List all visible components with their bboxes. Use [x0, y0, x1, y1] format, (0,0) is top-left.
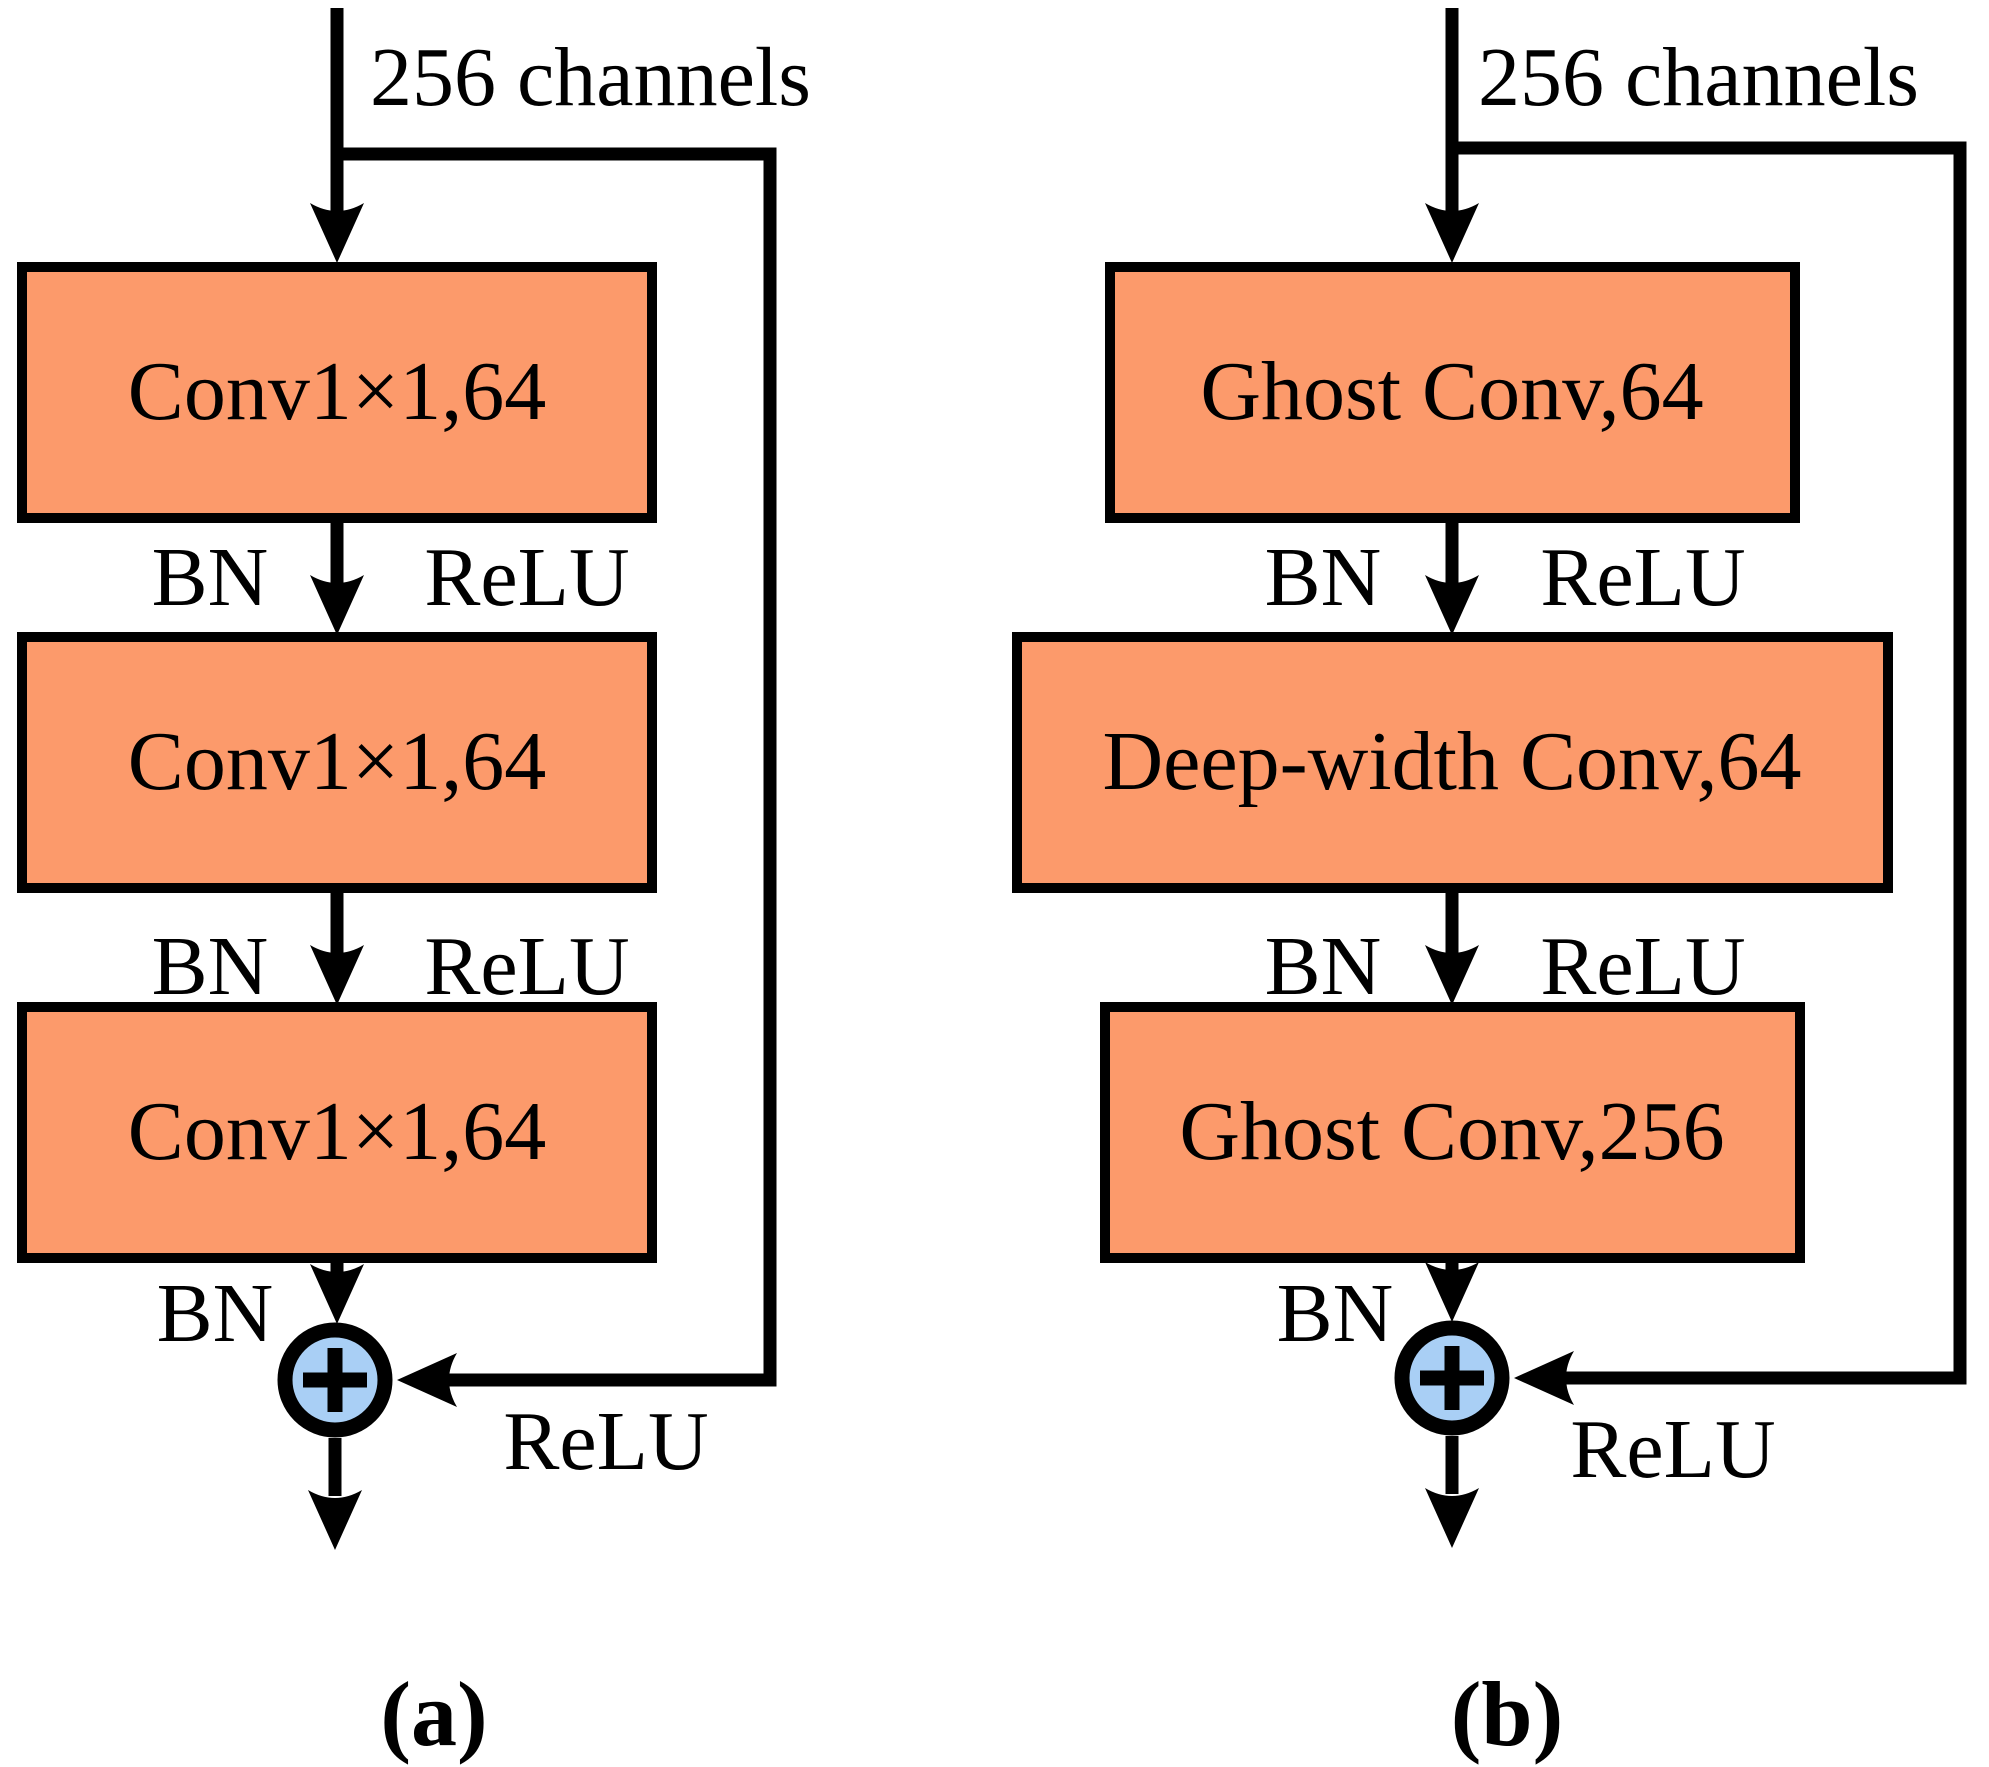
- a-arrow3-arrowhead-icon: [310, 1264, 364, 1324]
- a-relu-label-1: ReLU: [424, 531, 630, 624]
- a-block2-rect: [17, 632, 657, 893]
- b-skip-relu-label: ReLU: [1570, 1403, 1776, 1496]
- a-relu-label-2: ReLU: [424, 920, 630, 1013]
- a-block3-rect: [17, 1002, 657, 1263]
- b-block2-label: Deep-width Conv,64: [1102, 715, 1802, 808]
- a-output-arrowhead-icon: [308, 1490, 362, 1550]
- a-caption: (a): [380, 1663, 488, 1765]
- a-block1-label: Conv1×1,64: [127, 345, 547, 438]
- b-bn-label-2: BN: [1264, 920, 1382, 1013]
- a-arrow1-arrowhead-icon: [310, 575, 364, 635]
- b-block1-rect: [1105, 262, 1800, 523]
- a-pre-add-bn-label: BN: [156, 1267, 274, 1360]
- b-arrow1-arrowhead-icon: [1425, 575, 1479, 635]
- b-block2-rect: [1012, 632, 1893, 893]
- a-input-channels-label: 256 channels: [370, 31, 811, 124]
- b-arrow3-arrowhead-icon: [1425, 1262, 1479, 1322]
- b-bn-label-1: BN: [1264, 531, 1382, 624]
- b-caption: (b): [1450, 1663, 1564, 1765]
- b-block3-rect: [1100, 1002, 1805, 1263]
- b-block3-label: Ghost Conv,256: [1179, 1085, 1725, 1178]
- b-skip-connection-line: [1452, 141, 1967, 1385]
- b-block1-label: Ghost Conv,64: [1200, 345, 1704, 438]
- a-bn-label-1: BN: [151, 531, 269, 624]
- diagram-b-wires: [1012, 8, 1967, 1548]
- b-pre-add-bn-label: BN: [1276, 1267, 1394, 1360]
- a-skip-connection-line: [337, 147, 777, 1387]
- a-block2-label: Conv1×1,64: [127, 715, 547, 808]
- b-input-channels-label: 256 channels: [1478, 31, 1919, 124]
- a-input-arrowhead-icon: [310, 203, 364, 263]
- b-skip-arrowhead-icon: [1514, 1351, 1574, 1405]
- a-block1-rect: [17, 262, 657, 523]
- a-arrow2-arrowhead-icon: [310, 945, 364, 1005]
- b-input-arrowhead-icon: [1425, 203, 1479, 263]
- a-block3-label: Conv1×1,64: [127, 1085, 547, 1178]
- a-skip-arrowhead-icon: [397, 1353, 457, 1407]
- b-relu-label-2: ReLU: [1540, 920, 1746, 1013]
- diagram-a-wires: [17, 8, 777, 1550]
- b-plus-icon: [1420, 1346, 1484, 1410]
- a-bn-label-2: BN: [151, 920, 269, 1013]
- b-arrow2-arrowhead-icon: [1425, 945, 1479, 1005]
- a-skip-relu-label: ReLU: [503, 1395, 709, 1488]
- b-relu-label-1: ReLU: [1540, 531, 1746, 624]
- a-plus-icon: [303, 1348, 367, 1412]
- b-output-arrowhead-icon: [1425, 1488, 1479, 1548]
